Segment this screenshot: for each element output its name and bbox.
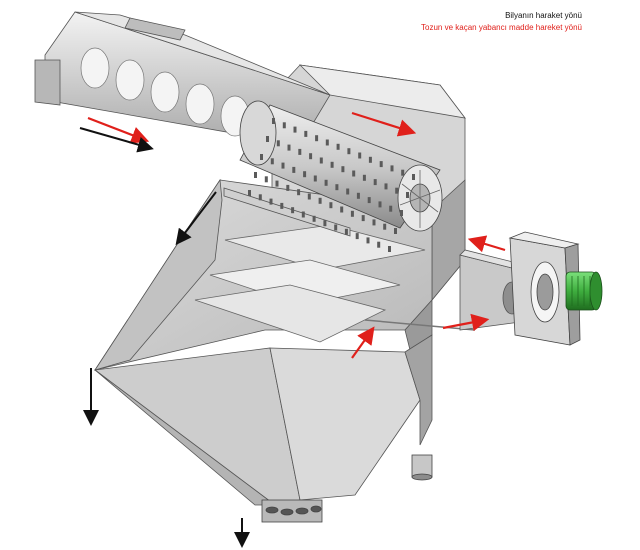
drum-hole xyxy=(287,144,291,151)
drum-hole xyxy=(394,228,397,234)
fan-housing xyxy=(508,231,581,346)
drum-hole xyxy=(395,187,399,194)
drum-hole xyxy=(304,130,308,137)
legend-dust-direction: Tozun ve kaçan yabancı madde hareket yön… xyxy=(421,23,582,32)
drum-hole xyxy=(298,148,302,155)
drum-hole xyxy=(355,233,359,240)
drum-hole xyxy=(377,241,381,248)
drum-hole xyxy=(309,153,313,160)
drum-hole xyxy=(272,118,275,124)
drum-hole xyxy=(329,202,333,209)
ball-arrows xyxy=(79,127,250,548)
drum-hole xyxy=(292,166,296,173)
drum-hole xyxy=(318,197,322,204)
drum-hole xyxy=(344,228,348,235)
drum-hole xyxy=(379,161,383,168)
discharge-nozzles xyxy=(261,499,323,523)
drum-hole xyxy=(341,166,345,173)
ball-arrow-hopper-entry xyxy=(175,191,217,246)
dust-arrow-rising xyxy=(351,326,375,359)
drum-hole xyxy=(254,172,257,178)
drum-hole xyxy=(383,223,387,230)
drum-hole xyxy=(269,198,273,205)
drum-hole xyxy=(358,152,362,159)
drum-hole xyxy=(330,161,334,168)
drum-hole xyxy=(315,135,319,142)
drum-hole xyxy=(325,139,329,146)
drum-hole xyxy=(406,192,409,198)
drum-hole xyxy=(303,171,307,178)
drum-hole xyxy=(291,207,295,214)
dust-arrow-fan-inlet xyxy=(467,235,506,253)
drum-hole xyxy=(301,211,305,218)
drum-hole xyxy=(367,197,371,204)
drum-hole xyxy=(276,140,280,147)
drum-hole xyxy=(334,224,338,231)
drum-hole xyxy=(286,184,290,191)
drum-hole xyxy=(312,215,316,222)
drum-hole xyxy=(248,190,251,196)
lower-funnel xyxy=(93,334,433,506)
perforated-drum xyxy=(239,100,443,252)
drum-hole xyxy=(378,201,382,208)
drum-hole xyxy=(275,180,279,187)
drum-hole xyxy=(390,165,394,172)
drum-hole xyxy=(324,179,328,186)
dust-arrow-fan-outlet xyxy=(442,313,490,332)
drum-hole xyxy=(401,169,405,176)
drum-hole xyxy=(350,210,354,217)
drum-hole xyxy=(335,184,339,191)
drum-hole xyxy=(270,158,274,165)
legend: Bilyanın haraket yönü Tozun ve kaçan yab… xyxy=(421,10,582,34)
drum-hole xyxy=(293,126,297,133)
dust-arrows xyxy=(87,111,506,359)
drum-hole xyxy=(356,192,360,199)
drum-hole xyxy=(362,174,366,181)
drum-hole xyxy=(260,154,263,160)
outlet-pipe xyxy=(411,454,433,481)
drum-hole xyxy=(264,176,268,183)
drum-hole xyxy=(400,210,403,216)
drum-hole xyxy=(340,206,344,213)
drum-hole xyxy=(366,237,370,244)
drum-hole xyxy=(319,157,323,164)
deflector-rail xyxy=(223,187,351,237)
drum-hole xyxy=(412,174,415,180)
drum-hole xyxy=(384,183,388,190)
dust-arrow-conveyor xyxy=(87,116,150,144)
drum-hole xyxy=(372,219,376,226)
drum-hole xyxy=(352,170,356,177)
drum-hole xyxy=(373,179,377,186)
drum-hole xyxy=(266,136,269,142)
drum-hole xyxy=(313,175,317,182)
dust-arrow-drum xyxy=(351,111,417,137)
drum-hole xyxy=(346,188,350,195)
screen-plates xyxy=(194,224,476,343)
drum-hole xyxy=(307,193,311,200)
drum-hole xyxy=(280,202,284,209)
drum-hole xyxy=(388,246,391,252)
drum-hole xyxy=(281,162,285,169)
drum-hole xyxy=(336,143,340,150)
drum-hole xyxy=(368,156,372,163)
drum-hole xyxy=(297,189,301,196)
motor xyxy=(565,271,603,311)
drum-hole xyxy=(258,194,262,201)
drum-hole xyxy=(389,205,393,212)
drum-hole xyxy=(347,148,351,155)
drum-hole xyxy=(361,215,365,222)
drum-hole xyxy=(282,122,286,129)
legend-ball-direction: Bilyanın haraket yönü xyxy=(505,11,582,20)
drum-hole xyxy=(323,220,327,227)
ball-arrow-conveyor xyxy=(79,127,154,153)
